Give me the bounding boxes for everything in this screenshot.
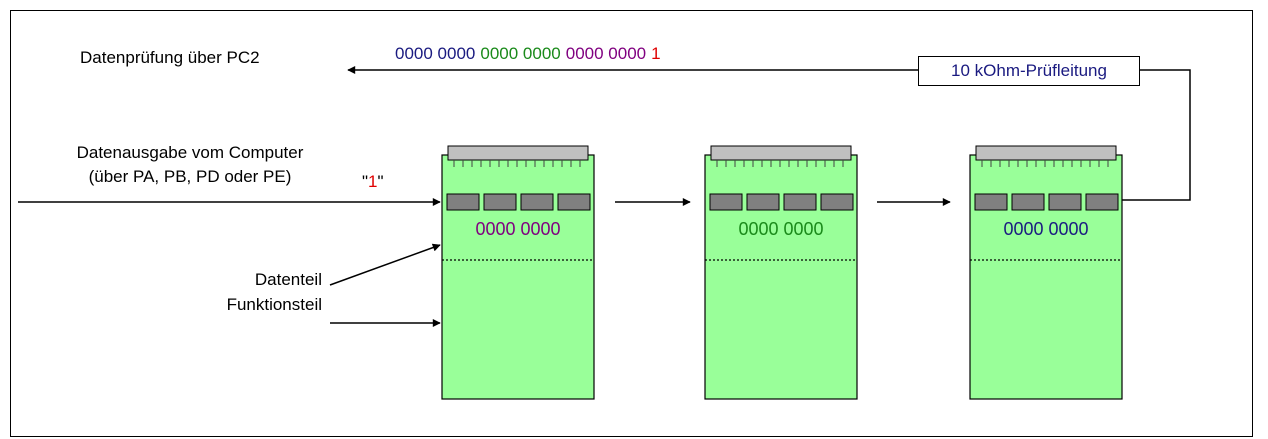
card-connector <box>710 145 852 161</box>
chip-row <box>974 193 1119 211</box>
card-body <box>441 154 595 400</box>
check-label: Datenprüfung über PC2 <box>80 48 260 67</box>
datenteil-pointer-arrow <box>329 243 441 286</box>
chip-row <box>446 193 591 211</box>
bitstream-group-1: 0000 0000 <box>395 44 476 63</box>
card-1-value: 0000 0000 <box>475 219 561 239</box>
card-body <box>704 154 858 400</box>
card-connector <box>447 145 589 161</box>
card-body <box>969 154 1123 400</box>
output-label-line1: Datenausgabe vom Computer <box>76 143 304 162</box>
diagram-frame <box>10 10 1253 437</box>
bitstream-bit: 1 <box>651 44 661 63</box>
card-3-value: 0000 0000 <box>1003 219 1089 239</box>
bitstream-group-3: 0000 0000 <box>565 44 647 63</box>
chip-row <box>709 193 854 211</box>
card-2-value: 0000 0000 <box>738 219 824 239</box>
resistor-box: 10 kOhm-Prüfleitung <box>918 56 1140 86</box>
bitstream-group-2: 0000 0000 <box>480 44 561 63</box>
input-bit-label: "1" <box>362 172 384 191</box>
card-connector <box>975 145 1117 161</box>
connector-pins <box>716 160 844 167</box>
funktionsteil-label: Funktionsteil <box>226 295 322 314</box>
card-1 <box>441 145 595 400</box>
connector-pins <box>981 160 1109 167</box>
card-3 <box>969 145 1123 400</box>
output-label-line2: (über PA, PB, PD oder PE) <box>88 167 292 186</box>
feedback-line-right <box>1136 69 1191 201</box>
connector-pins <box>453 160 581 167</box>
datenteil-label: Datenteil <box>254 270 322 289</box>
card-2 <box>704 145 858 400</box>
